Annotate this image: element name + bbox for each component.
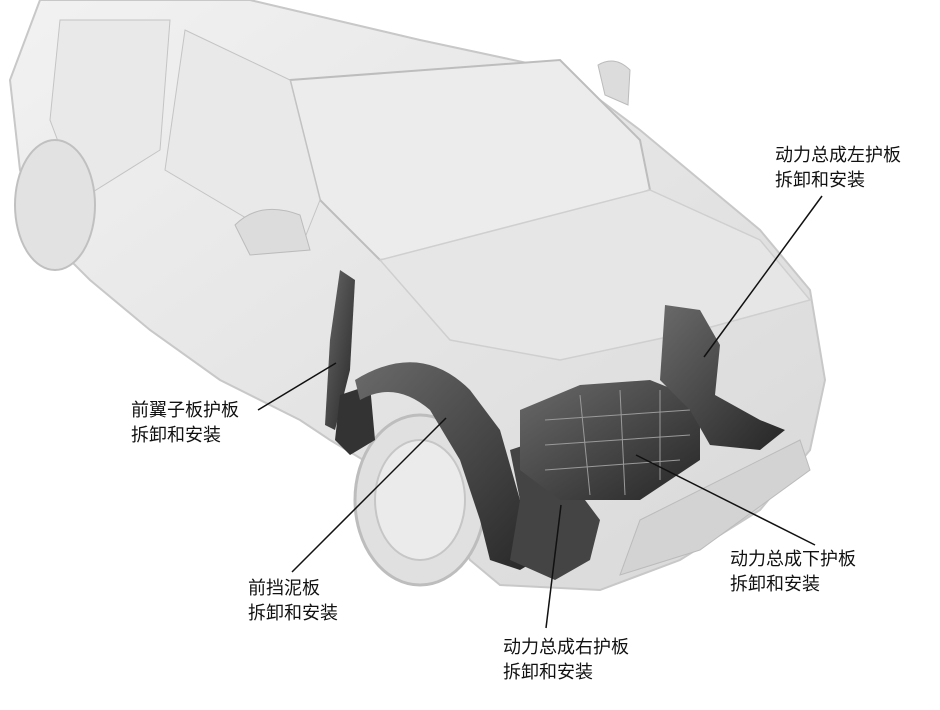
label-under-cover-title: 动力总成下护板: [730, 549, 856, 570]
label-left-cover: 动力总成左护板 拆卸和安装: [775, 143, 901, 193]
front-grille: [619, 439, 811, 576]
label-under-cover: 动力总成下护板 拆卸和安装: [730, 547, 856, 597]
label-fender-liner-title: 前翼子板护板: [131, 400, 239, 421]
under-cover-part: [520, 380, 700, 500]
front-door-window: [164, 29, 321, 251]
under-cover-grid: [544, 389, 691, 496]
label-left-cover-action: 拆卸和安装: [775, 170, 865, 191]
leader-line-splash-shield: [291, 417, 447, 573]
side-mirror: [234, 208, 311, 256]
label-fender-liner-action: 拆卸和安装: [131, 425, 221, 446]
leader-line-fender-liner: [257, 362, 337, 411]
left-cover-part: [660, 305, 785, 450]
leader-line-right-cover: [545, 504, 562, 629]
label-left-cover-title: 动力总成左护板: [775, 145, 901, 166]
label-under-cover-action: 拆卸和安装: [730, 574, 820, 595]
fender-piece-part: [335, 385, 375, 455]
label-front-splash-shield: 前挡泥板 拆卸和安装: [248, 576, 338, 626]
label-fender-liner-cover: 前翼子板护板 拆卸和安装: [131, 398, 239, 448]
right-mirror: [597, 60, 631, 106]
leader-line-left-cover: [703, 195, 823, 358]
label-right-cover: 动力总成右护板 拆卸和安装: [503, 635, 629, 685]
label-splash-shield-title: 前挡泥板: [248, 578, 320, 599]
leader-line-under-cover: [635, 454, 816, 546]
label-right-cover-title: 动力总成右护板: [503, 637, 629, 658]
label-right-cover-action: 拆卸和安装: [503, 662, 593, 683]
front-splash-shield-part: [355, 362, 545, 570]
rear-wheel: [14, 139, 96, 271]
fender-liner-cover-part: [325, 270, 355, 430]
label-splash-shield-action: 拆卸和安装: [248, 603, 338, 624]
